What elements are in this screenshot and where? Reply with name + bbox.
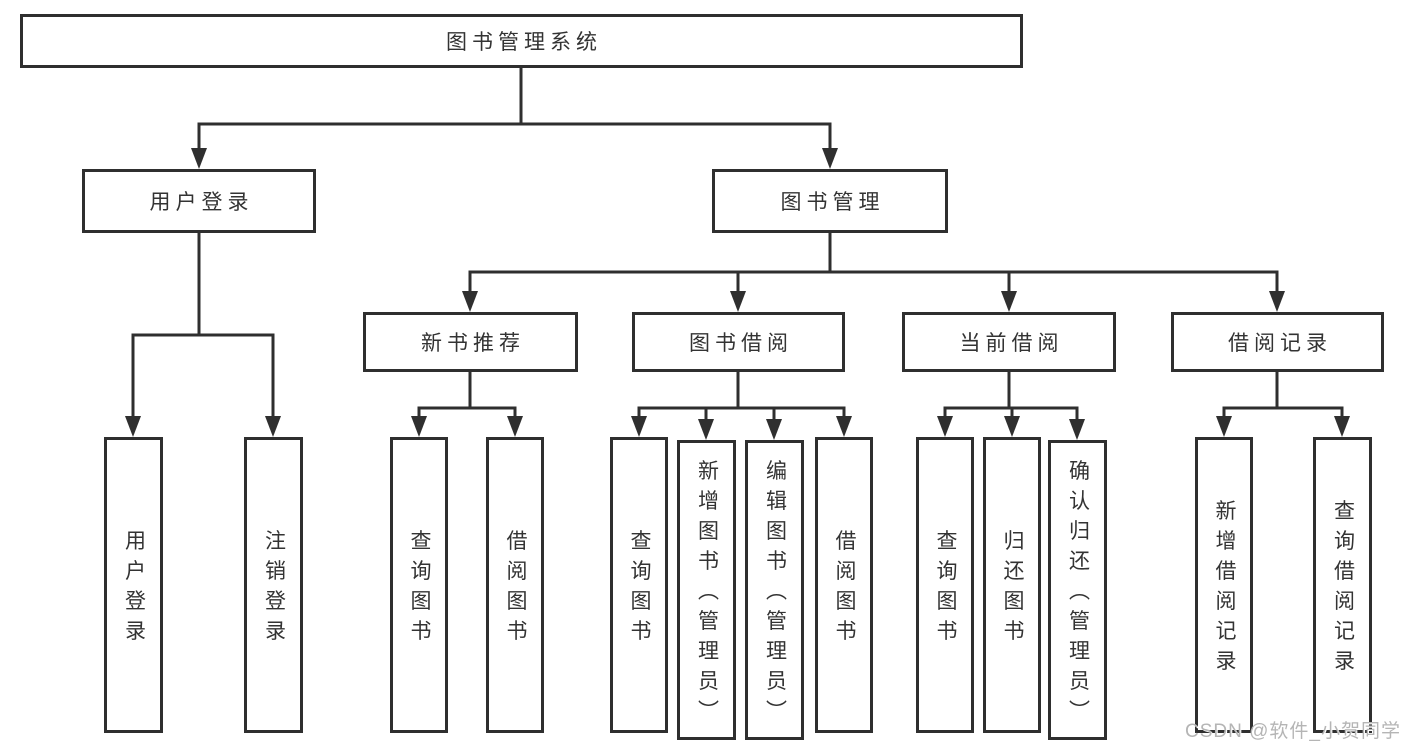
leaf-add-book-admin: 新增图书（管理员） <box>677 440 736 740</box>
node-label: 确认归还（管理员） <box>1066 459 1090 730</box>
node-label: 查询图书 <box>408 529 431 650</box>
node-label: 图书借阅 <box>689 332 793 355</box>
leaf-logout: 注销登录 <box>244 437 303 733</box>
leaf-query-borrow-record: 查询借阅记录 <box>1313 437 1372 733</box>
csdn-watermark: CSDN @软件_小贺同学 <box>1185 721 1401 742</box>
leaf-query-books-recommend: 查询图书 <box>390 437 448 733</box>
node-user-login: 用户登录 <box>82 169 316 233</box>
node-label: 借阅图书 <box>833 529 856 650</box>
node-label: 查询借阅记录 <box>1331 499 1355 680</box>
node-label: 新增借阅记录 <box>1213 499 1236 680</box>
node-label: 注销登录 <box>262 529 286 650</box>
node-library-management-system: 图书管理系统 <box>20 14 1023 68</box>
leaf-borrow-books: 借阅图书 <box>815 437 873 733</box>
node-new-book-recommend: 新书推荐 <box>363 312 578 372</box>
leaf-confirm-return-admin: 确认归还（管理员） <box>1048 440 1107 740</box>
node-book-management: 图书管理 <box>712 169 948 233</box>
node-label: 用户登录 <box>122 529 146 650</box>
node-current-borrow: 当前借阅 <box>902 312 1116 372</box>
leaf-user-login: 用户登录 <box>104 437 163 733</box>
node-label: 图书管理系统 <box>446 31 602 54</box>
node-borrow-records: 借阅记录 <box>1171 312 1384 372</box>
node-label: 用户登录 <box>149 191 254 214</box>
node-label: 查询图书 <box>628 529 651 650</box>
leaf-query-books-current: 查询图书 <box>916 437 974 733</box>
node-label: 当前借阅 <box>959 332 1064 355</box>
leaf-edit-book-admin: 编辑图书（管理员） <box>745 440 804 740</box>
node-book-borrow: 图书借阅 <box>632 312 845 372</box>
leaf-add-borrow-record: 新增借阅记录 <box>1195 437 1253 733</box>
leaf-borrow-books-recommend: 借阅图书 <box>486 437 544 733</box>
node-label: 图书管理 <box>780 191 885 214</box>
leaf-return-book: 归还图书 <box>983 437 1041 733</box>
node-label: 归还图书 <box>1001 529 1024 650</box>
node-label: 新增图书（管理员） <box>695 459 719 730</box>
node-label: 新书推荐 <box>421 332 525 355</box>
node-label: 借阅记录 <box>1228 332 1332 355</box>
leaf-query-books-borrow: 查询图书 <box>610 437 668 733</box>
node-label: 查询图书 <box>934 529 957 650</box>
node-label: 借阅图书 <box>504 529 527 650</box>
node-label: 编辑图书（管理员） <box>763 459 787 730</box>
